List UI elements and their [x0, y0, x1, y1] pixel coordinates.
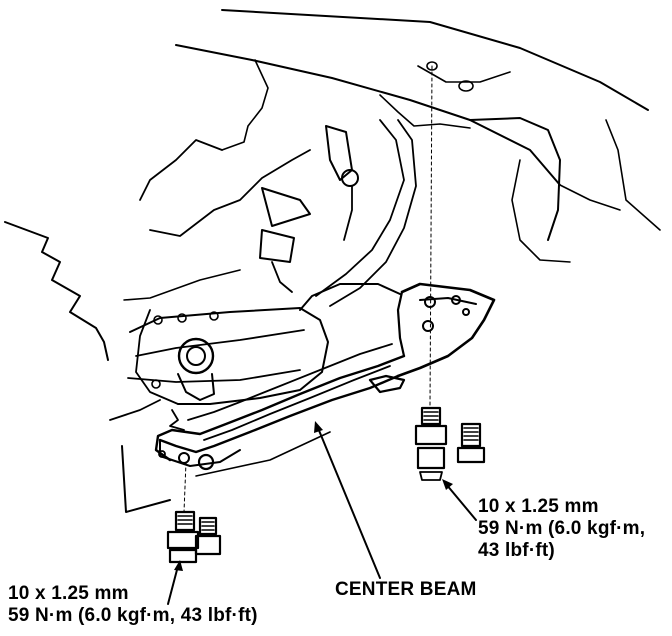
body-floor-panel	[175, 9, 661, 263]
center-beam-label: CENTER BEAM	[335, 579, 477, 600]
left-bolt-spec: 10 x 1.25 mm 59 N·m (6.0 kgf·m, 43 lbf·f…	[8, 583, 258, 627]
right-bolt-torque-line1: 59 N·m (6.0 kgf·m,	[478, 518, 646, 539]
left-bolts	[166, 510, 222, 564]
linkage	[259, 119, 417, 307]
left-bolt-torque: 59 N·m (6.0 kgf·m, 43 lbf·ft)	[8, 605, 258, 626]
exhaust-converter	[127, 283, 401, 431]
left-frame	[4, 139, 331, 513]
alignment-lines	[183, 65, 433, 513]
right-bolt-size: 10 x 1.25 mm	[478, 496, 599, 517]
center-beam	[154, 282, 496, 471]
left-bolt-size: 10 x 1.25 mm	[8, 583, 129, 604]
right-bolt-torque-line2: 43 lbf·ft)	[478, 540, 555, 561]
right-bolt-spec: 10 x 1.25 mm 59 N·m (6.0 kgf·m, 43 lbf·f…	[478, 496, 645, 562]
right-bolts	[414, 406, 486, 481]
leader-arrows	[167, 421, 477, 605]
